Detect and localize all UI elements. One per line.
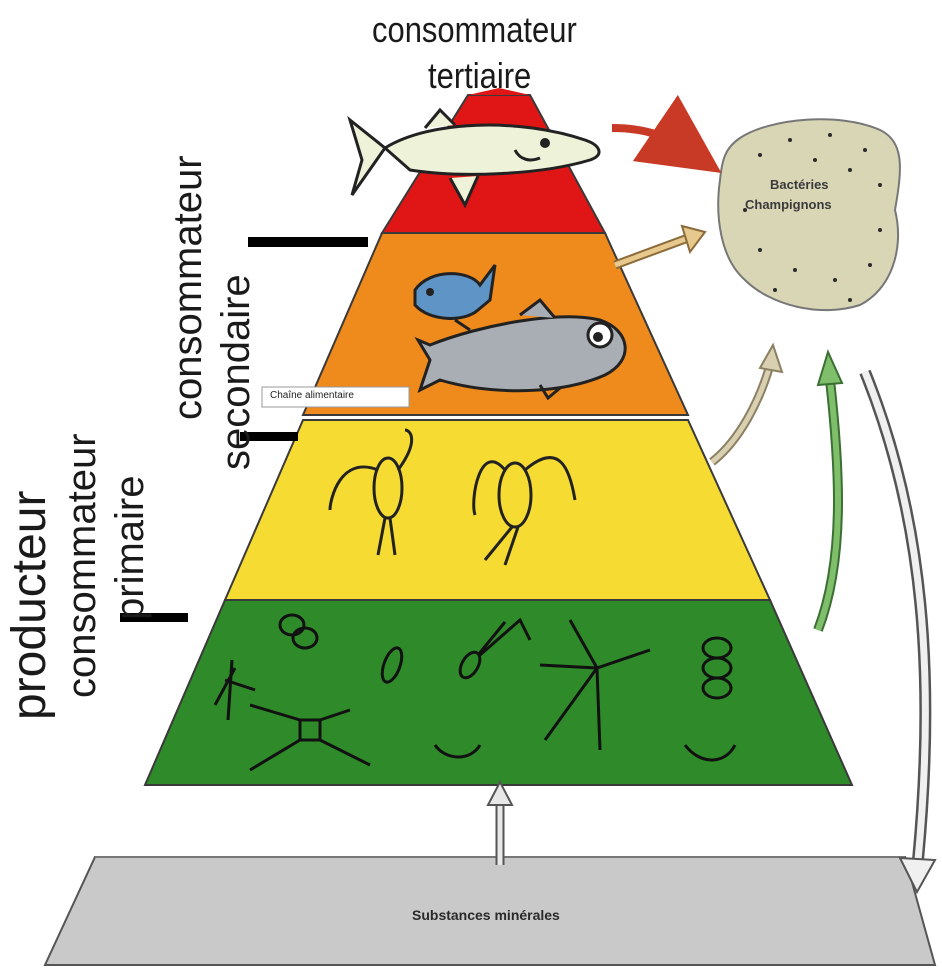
secondary-level-bar <box>248 237 368 247</box>
producer-label: producteur <box>6 491 54 720</box>
tertiary-to-decomposer-arrow <box>612 128 695 155</box>
tier-primary-consumer <box>225 420 770 600</box>
decomposer-blob <box>718 119 900 310</box>
decomposer-label-line2: Champignons <box>745 198 832 211</box>
decomposer-label-line1: Bactéries <box>770 178 829 191</box>
primary-label-line1: consommateur <box>62 433 102 698</box>
food-chain-label: Chaîne alimentaire <box>270 391 354 401</box>
producer-to-decomposer-arrow <box>818 352 842 630</box>
minerals-label: Substances minérales <box>412 908 560 922</box>
secondary-to-decomposer-arrow <box>615 226 705 265</box>
minerals-to-producers-arrow <box>488 782 512 865</box>
primary-to-decomposer-arrow <box>712 345 782 462</box>
tertiary-label-line1: consommateur <box>372 12 577 48</box>
secondary-label-line2: secondaire <box>216 274 256 470</box>
secondary-label-line1: consommateur <box>168 155 208 420</box>
primary-label-line2: primaire <box>110 476 150 620</box>
decomposer-to-minerals-arrow <box>865 372 935 892</box>
tertiary-label-line2: tertiaire <box>428 58 531 94</box>
